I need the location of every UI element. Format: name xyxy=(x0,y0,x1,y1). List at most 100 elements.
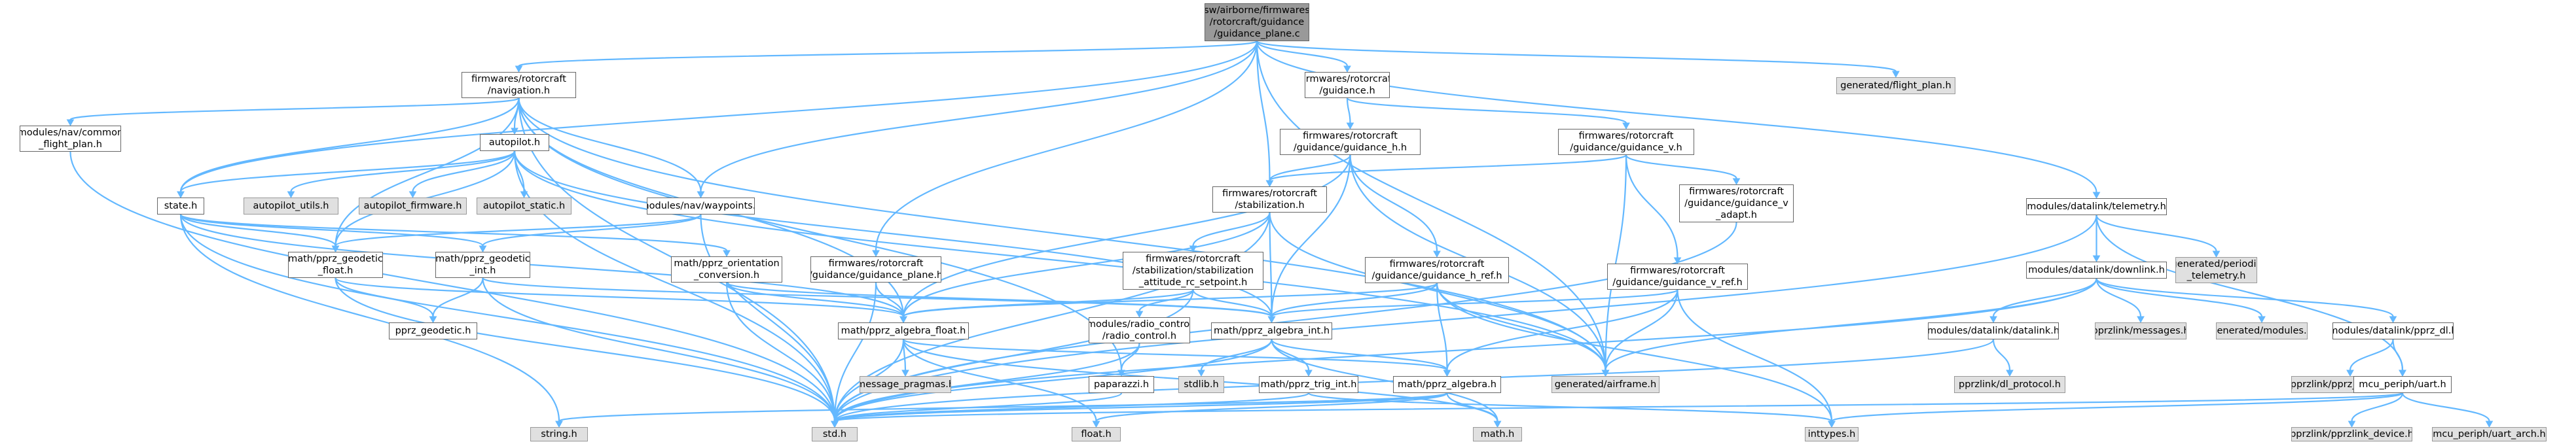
edge-guidhref-algf xyxy=(902,282,1438,318)
edge-algf-alg xyxy=(902,338,1448,371)
edge-arrowhead xyxy=(555,421,563,428)
node-geodf[interactable]: math/pprz_geodetic_float.h xyxy=(288,252,383,278)
node-label-line: generated/airframe.h xyxy=(1554,379,1657,390)
edge-guidv-vadapt xyxy=(1625,154,1737,179)
node-label-line: _attitude_rc_setpoint.h xyxy=(1138,277,1248,288)
node-telemetry[interactable]: modules/datalink/telemetry.h xyxy=(2026,198,2167,215)
edge-arrowhead xyxy=(1092,421,1100,428)
node-paparazzi[interactable]: paparazzi.h xyxy=(1089,376,1154,393)
node-pprzmsg: pprzlink/messages.h xyxy=(2095,322,2186,339)
edge-root-nav xyxy=(518,40,1258,67)
edge-arrowhead xyxy=(1732,178,1741,186)
node-nav[interactable]: firmwares/rotorcraft/navigation.h xyxy=(462,72,576,98)
node-autopilot[interactable]: autopilot.h xyxy=(480,134,549,151)
node-guidv[interactable]: firmwares/rotorcraft/guidance/guidance_v… xyxy=(1558,129,1694,155)
node-label-line: /guidance/guidance_v.h xyxy=(1570,143,1682,153)
node-label-line: /guidance/guidance_v_ref.h xyxy=(1612,277,1743,288)
node-pprzdl[interactable]: modules/datalink/pprz_dl.h xyxy=(2332,322,2454,339)
edge-state-std xyxy=(179,214,836,422)
node-stdlib: stdlib.h xyxy=(1178,376,1224,393)
node-state[interactable]: state.h xyxy=(157,198,204,215)
node-math: math.h xyxy=(1473,427,1522,441)
edge-commonfp-std xyxy=(69,151,836,422)
node-datalinkh[interactable]: modules/datalink/datalink.h xyxy=(1928,322,2059,339)
node-label-line: generated/flight_plan.h xyxy=(1840,80,1951,91)
node-vadapt[interactable]: firmwares/rotorcraft/guidance/guidance_v… xyxy=(1679,184,1794,222)
edge-geodi-geodh xyxy=(432,277,484,317)
edge-stabrc-algi xyxy=(1192,289,1273,317)
edge-guidvref-airframe xyxy=(1605,289,1678,371)
node-label-line: math.h xyxy=(1480,429,1515,439)
node-label-line: /guidance_plane.c xyxy=(1214,29,1300,39)
node-guidhref[interactable]: firmwares/rotorcraft/guidance/guidance_h… xyxy=(1365,257,1509,283)
node-label-line: /guidance/guidance_h_ref.h xyxy=(1371,271,1502,281)
edge-alg-string xyxy=(558,392,1448,422)
edge-nav-geodf xyxy=(335,97,520,247)
node-geodi[interactable]: math/pprz_geodetic_int.h xyxy=(435,252,530,278)
node-label-line: autopilot_firmware.h xyxy=(363,201,462,211)
node-label-line: string.h xyxy=(541,429,577,439)
edge-guid-guidv xyxy=(1346,97,1627,124)
edge-autopilot-state xyxy=(179,150,516,192)
node-label-line: _float.h xyxy=(317,266,354,276)
node-algf[interactable]: math/pprz_algebra_float.h xyxy=(838,322,969,339)
edge-waypoints-geodi xyxy=(482,214,702,247)
edge-guidv-airframe xyxy=(1605,154,1627,371)
edge-alg-floath xyxy=(1095,392,1448,422)
node-waypoints[interactable]: modules/nav/waypoints.h xyxy=(647,198,755,215)
node-stabrc[interactable]: firmwares/rotorcraft/stabilization/stabi… xyxy=(1123,252,1263,290)
node-stab[interactable]: firmwares/rotorcraft/stabilization.h xyxy=(1212,186,1327,213)
node-label-line: inttypes.h xyxy=(1807,429,1856,439)
edge-arrowhead xyxy=(723,250,731,258)
edge-root-state xyxy=(179,41,1258,192)
node-label-line: firmwares/rotorcraft xyxy=(1578,131,1674,141)
edge-arrowhead xyxy=(479,245,487,253)
edge-autopilot-apfirm xyxy=(412,150,516,192)
node-label-line: sw/airborne/firmwares xyxy=(1205,5,1309,16)
node-orient[interactable]: math/pprz_orientation_conversion.h xyxy=(671,256,782,283)
node-label-line: mcu_periph/uart.h xyxy=(2359,379,2446,390)
edge-arrowhead xyxy=(831,421,839,428)
edge-geodi-std xyxy=(482,277,836,422)
node-pprzdev: pprzlink/pprzlink_device.h xyxy=(2291,427,2412,441)
node-radio[interactable]: modules/radio_control/radio_control.h xyxy=(1089,317,1190,343)
edge-downlink-pprzmsg xyxy=(2095,278,2142,317)
edge-arrowhead xyxy=(2346,370,2354,377)
edge-nav-commonfp xyxy=(69,97,520,121)
node-gplane[interactable]: firmwares/rotorcraft/guidance/guidance_p… xyxy=(810,256,941,283)
edge-guidv-guidvref xyxy=(1625,154,1678,258)
edge-gplane-algf xyxy=(875,282,905,317)
node-dlproto: pprzlink/dl_protocol.h xyxy=(1954,376,2065,393)
edge-orient-std xyxy=(725,282,836,422)
node-commonfp[interactable]: modules/nav/common_flight_plan.h xyxy=(20,126,121,152)
edge-arrowhead xyxy=(331,245,340,253)
node-label-line: firmwares/rotorcraft xyxy=(1630,266,1725,276)
node-label-line: /guidance/guidance_v xyxy=(1684,198,1788,209)
node-guid[interactable]: firmwares/rotorcraft/guidance.h xyxy=(1305,72,1390,98)
edge-arrowhead xyxy=(2399,370,2406,377)
edge-arrowhead xyxy=(1443,370,1451,377)
node-geodh[interactable]: pprz_geodetic.h xyxy=(389,322,477,339)
node-algi[interactable]: math/pprz_algebra_int.h xyxy=(1211,322,1332,339)
node-label-line: modules/nav/waypoints.h xyxy=(647,201,754,211)
edge-guidvref-algi xyxy=(1271,288,1678,318)
node-alg[interactable]: math/pprz_algebra.h xyxy=(1393,376,1501,393)
node-label-line: firmwares/rotorcraft xyxy=(828,258,924,269)
edge-nav-paparazzi xyxy=(518,97,1123,371)
node-std: std.h xyxy=(812,427,858,441)
edge-arrowhead xyxy=(408,191,417,199)
node-label-line: modules/nav/common xyxy=(20,128,121,138)
node-guidvref[interactable]: firmwares/rotorcraft/guidance/guidance_v… xyxy=(1607,264,1748,290)
node-guidh[interactable]: firmwares/rotorcraft/guidance/guidance_h… xyxy=(1280,129,1421,155)
edge-gplane-std xyxy=(833,282,877,422)
edge-waypoints-std xyxy=(700,214,836,422)
node-floath: float.h xyxy=(1072,427,1121,441)
node-trig[interactable]: math/pprz_trig_int.h xyxy=(1259,376,1358,393)
node-downlink[interactable]: modules/datalink/downlink.h xyxy=(2026,262,2167,279)
node-label-line: stdlib.h xyxy=(1184,379,1219,390)
edge-arrowhead xyxy=(872,250,880,258)
node-flightplan: generated/flight_plan.h xyxy=(1836,77,1955,94)
node-uart[interactable]: mcu_periph/uart.h xyxy=(2353,376,2452,393)
